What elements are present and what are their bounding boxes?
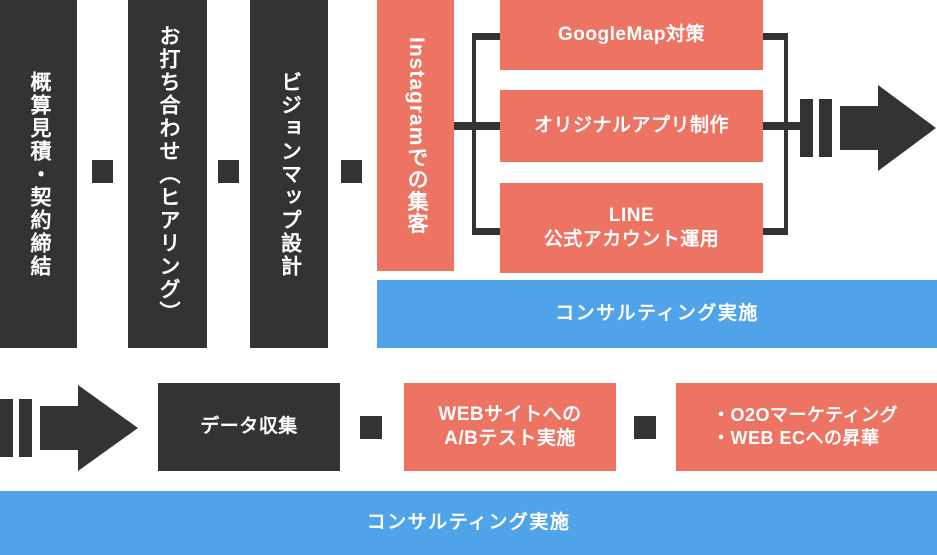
connector-square-2 — [218, 160, 239, 183]
bracket-left-trunk — [454, 122, 476, 130]
service-label-line1: LINE — [608, 204, 655, 226]
connector-square-3 — [341, 160, 362, 183]
banner-consulting-bottom: コンサルティング実施 — [0, 491, 937, 555]
bracket-right-branch-2 — [763, 122, 788, 130]
banner-label: コンサルティング実施 — [555, 302, 759, 324]
service-label-line2: 公式アカウント運用 — [543, 229, 720, 250]
step-column-vision-map[interactable]: ビジョンマップ設計 — [250, 0, 328, 348]
bracket-right-trunk — [788, 122, 808, 130]
step-label: お打ち合わせ（ヒアリング） — [156, 24, 180, 324]
bracket-right-branch-3 — [763, 228, 788, 235]
bracket-left-branch-3 — [472, 228, 500, 235]
step-label: 概算見積・契約締結 — [27, 70, 51, 278]
flow-arrow-continue — [0, 385, 138, 471]
bracket-left-spine — [472, 36, 476, 232]
step-box-next-phase[interactable]: ・O2Oマーケティング ・WEB ECへの昇華 — [676, 383, 937, 471]
connector-square-4 — [360, 416, 382, 439]
step-label-line1: ・O2Oマーケティング — [712, 404, 899, 425]
step-label-line2: ・WEB ECへの昇華 — [712, 428, 880, 448]
step-label-line1: WEBサイトへの — [438, 403, 582, 425]
service-label: オリジナルアプリ制作 — [533, 114, 729, 136]
flow-arrow-right — [800, 85, 936, 171]
step-label-line2: A/Bテスト実施 — [444, 428, 576, 449]
bracket-right-spine — [784, 33, 788, 235]
step-column-meeting-hearing[interactable]: お打ち合わせ（ヒアリング） — [128, 0, 207, 348]
banner-consulting-top: コンサルティング実施 — [377, 280, 937, 348]
bracket-left-branch-1 — [472, 33, 500, 40]
service-box-googlemap[interactable]: GoogleMap対策 — [500, 0, 763, 70]
connector-square-5 — [634, 416, 656, 439]
step-label: ビジョンマップ設計 — [278, 70, 302, 278]
step-column-estimate-contract[interactable]: 概算見積・契約締結 — [0, 0, 77, 348]
step-label: データ収集 — [200, 415, 298, 437]
bracket-left-branch-2 — [472, 122, 500, 130]
step-box-data-collection[interactable]: データ収集 — [158, 383, 340, 471]
service-label: GoogleMap対策 — [558, 23, 705, 45]
bracket-right-branch-1 — [763, 33, 788, 40]
step-box-ab-test[interactable]: WEBサイトへの A/Bテスト実施 — [404, 383, 616, 471]
service-box-original-app[interactable]: オリジナルアプリ制作 — [500, 90, 763, 162]
banner-label: コンサルティング実施 — [366, 511, 571, 533]
service-box-line[interactable]: LINE 公式アカウント運用 — [500, 183, 763, 273]
step-label: Instagramでの集客 — [404, 36, 428, 235]
connector-square-1 — [92, 160, 113, 183]
step-column-instagram[interactable]: Instagramでの集客 — [377, 0, 454, 271]
